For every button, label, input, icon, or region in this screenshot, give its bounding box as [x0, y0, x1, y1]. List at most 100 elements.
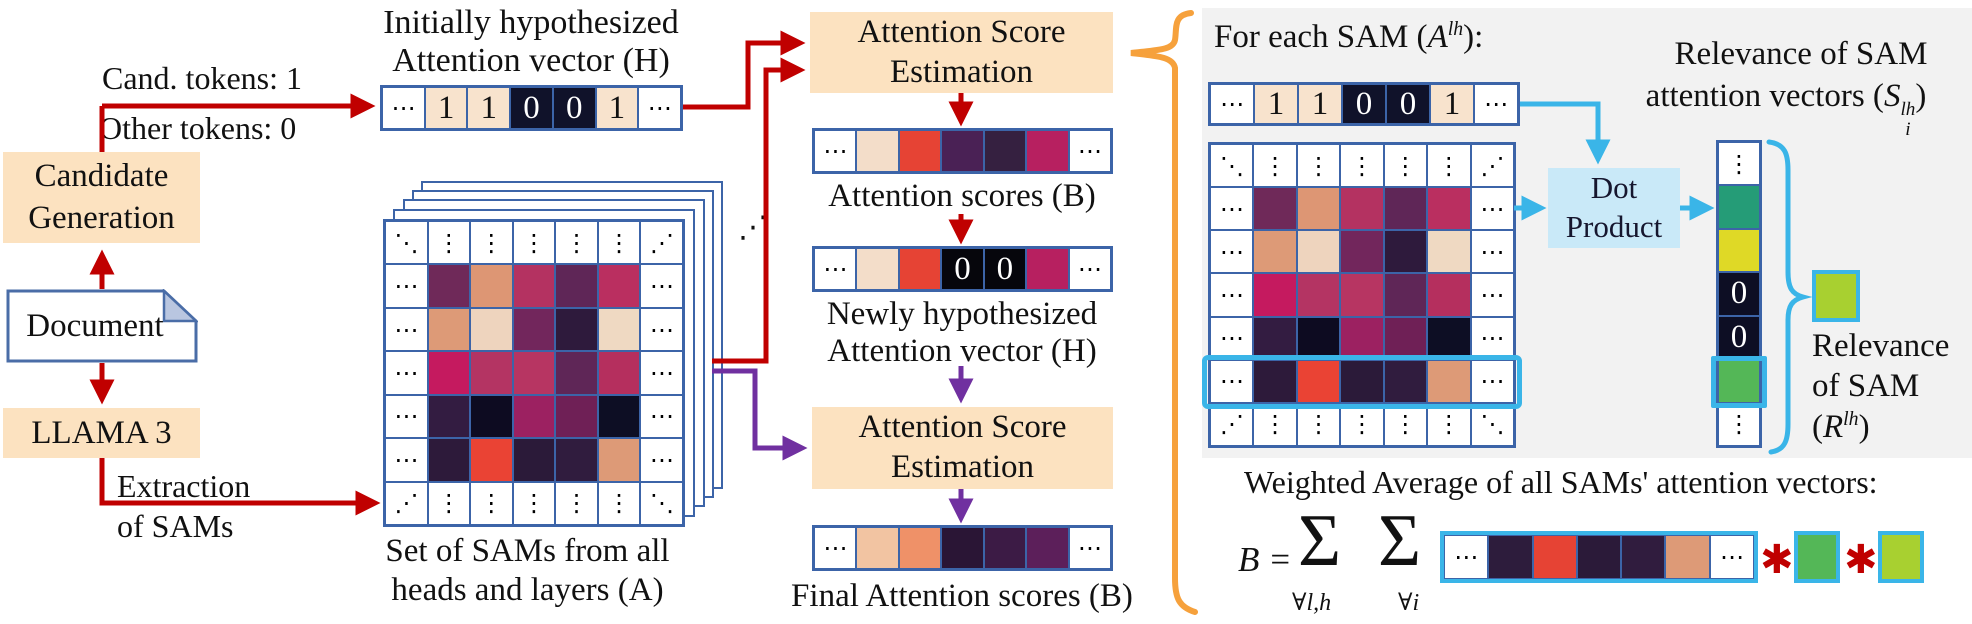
ellipsis-cell: ⋯ [385, 264, 428, 308]
heat-cell [983, 130, 1027, 172]
heat-cell [1253, 316, 1297, 360]
heat-cell [1488, 535, 1533, 579]
heat-cell [427, 351, 471, 395]
ellipsis-cell: ⋮ [1253, 144, 1297, 188]
heat-cell [597, 351, 641, 395]
cand-tokens-label: Cand. tokens: 1 [102, 60, 302, 96]
relevance-sam-label-line1: Relevance [1812, 328, 1950, 364]
rlh-symbol: R [1823, 409, 1844, 445]
ellipsis-cell: ⋯ [814, 248, 857, 290]
for-each-post: ): [1463, 19, 1484, 55]
ellipsis-cell: ⋮ [1383, 144, 1428, 188]
ellipsis-cell: ⋯ [1709, 535, 1754, 579]
ellipsis-cell: ⋯ [382, 87, 425, 129]
ellipsis-cell: ⋱ [1210, 144, 1254, 188]
ellipsis-cell: ⋯ [638, 87, 681, 129]
heat-cell [1718, 359, 1760, 403]
ellipsis-cell: ⋯ [1470, 316, 1514, 360]
heat-cell [856, 248, 899, 290]
heat-cell [1665, 535, 1710, 579]
relevance-of-sam-swatch [1812, 270, 1860, 322]
heat-cell [1621, 535, 1666, 579]
ellipsis-cell: ⋯ [1068, 248, 1111, 290]
formula-sigma-1-sub: ∀l,h [1292, 590, 1332, 616]
heat-cell [427, 307, 471, 352]
ellipsis-cell: ⋯ [814, 527, 857, 569]
for-each-superscript: lh [1447, 18, 1464, 40]
ellipsis-cell: ⋯ [1470, 359, 1514, 403]
value-cell: 1 [1298, 84, 1342, 124]
relevance-title-post: ) [1915, 78, 1927, 114]
heat-cell [555, 264, 598, 308]
ellipsis-cell: ⋮ [1340, 144, 1384, 188]
value-cell: 1 [467, 87, 511, 129]
ellipsis-cell: ⋯ [640, 438, 683, 482]
ellipsis-cell: ⋯ [1470, 187, 1514, 231]
heat-cell [898, 130, 942, 172]
heat-cell [597, 264, 641, 308]
ase2-label-line1: Attention Score [858, 409, 1067, 446]
heat-cell [1718, 185, 1760, 229]
ellipsis-cell: ⋮ [1383, 402, 1428, 446]
heat-cell [1026, 248, 1069, 290]
heat-cell [1718, 228, 1760, 273]
value-cell: 0 [983, 248, 1027, 290]
candidate-generation-label-line1: Candidate [34, 158, 169, 195]
heat-cell [427, 394, 471, 439]
heat-cell [1383, 187, 1428, 231]
for-each-sam-title: For each SAM (Alh): [1214, 18, 1483, 56]
heat-cell [1253, 230, 1297, 274]
ellipsis-cell: ⋮ [597, 221, 641, 265]
heat-cell [1383, 273, 1428, 317]
heat-cell [470, 438, 513, 482]
heat-cell [1340, 230, 1384, 274]
dot-product-label-line1: Dot [1590, 170, 1638, 206]
heat-cell [555, 351, 598, 395]
value-cell: 0 [1342, 84, 1386, 124]
heat-cell [512, 264, 556, 308]
ase1-label-line2: Estimation [890, 53, 1033, 90]
ellipsis-cell: ⋮ [597, 481, 641, 525]
heat-cell [1427, 316, 1471, 360]
ellipsis-cell: ⋯ [640, 307, 683, 352]
heat-cell [1340, 273, 1384, 317]
formula-sigma-2: Σ [1378, 500, 1422, 582]
heat-cell [1296, 230, 1341, 274]
formula-equals: = [1268, 540, 1292, 579]
ellipsis-cell: ⋰ [385, 481, 428, 525]
ellipsis-cell: ⋰ [1210, 402, 1254, 446]
rlh-post: ) [1858, 409, 1870, 445]
relevance-vectors-title-line1: Relevance of SAM [1674, 36, 1928, 72]
heat-cell [1427, 273, 1471, 317]
document-shape-icon [6, 289, 198, 363]
heat-cell [1253, 273, 1297, 317]
formula-sigma-2-sub: ∀i [1398, 590, 1420, 616]
heat-cell [427, 438, 471, 482]
candidate-generation-box: Candidate Generation [3, 152, 200, 243]
ellipsis-cell: ⋯ [1068, 130, 1111, 172]
ellipsis-cell: ⋮ [1340, 402, 1384, 446]
ellipsis-cell: ⋮ [512, 221, 556, 265]
heat-cell [1253, 359, 1297, 403]
ellipsis-cell: ⋯ [1210, 316, 1254, 360]
ellipsis-cell: ⋱ [385, 221, 428, 265]
newly-hypothesized-label-line1: Newly hypothesized [826, 296, 1098, 332]
ellipsis-cell: ⋮ [1253, 402, 1297, 446]
ellipsis-cell: ⋯ [640, 264, 683, 308]
llama3-label: LLAMA 3 [31, 414, 172, 451]
relevance-sam-label-line3: (Rlh) [1812, 408, 1870, 446]
ellipsis-cell: ⋮ [1427, 402, 1471, 446]
value-cell: 1 [424, 87, 468, 129]
ellipsis-cell: ⋯ [385, 351, 428, 395]
value-cell: 1 [1254, 84, 1298, 124]
relevance-cell-outline [1711, 356, 1767, 408]
initial-hypothesis-title-line1: Initially hypothesized [383, 4, 679, 41]
final-attention-scores-label: Final Attention scores (B) [791, 578, 1133, 614]
initial-hypothesis-title-line2: Attention vector (H) [392, 42, 670, 79]
heat-cell [856, 130, 899, 172]
ellipsis-cell: ⋮ [1296, 144, 1341, 188]
